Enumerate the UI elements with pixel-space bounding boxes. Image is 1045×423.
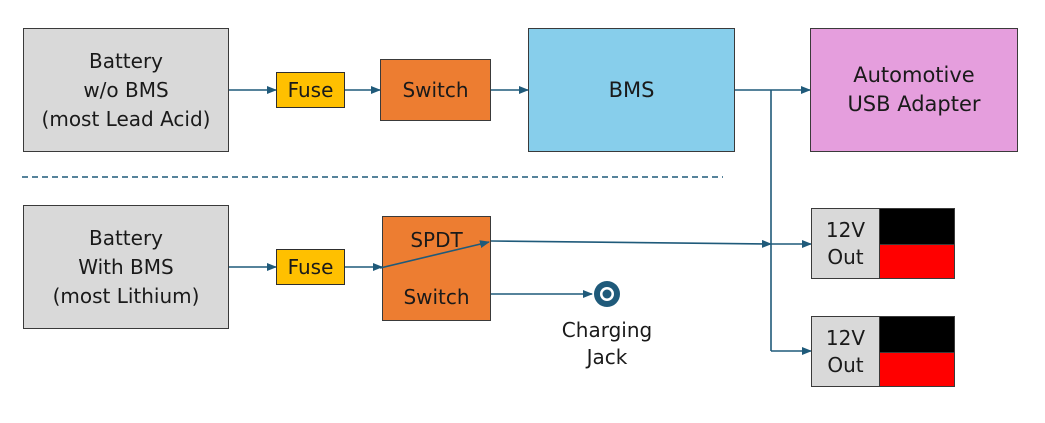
battery-without-bms-label: Battery w/o BMS (most Lead Acid) [41, 48, 211, 131]
bms-block: BMS [528, 28, 735, 152]
outlet-1-black-terminal [879, 209, 954, 244]
switch-top: Switch [380, 59, 491, 121]
outlet-2-red-terminal [879, 351, 954, 386]
spdt-bottom-label: Switch [403, 285, 470, 309]
fuse-top: Fuse [276, 72, 345, 108]
switch-top-label: Switch [402, 77, 469, 102]
usb-adapter-label: Automotive USB Adapter [847, 63, 981, 116]
outlet-12v-2: 12V Out [811, 316, 955, 387]
spdt-top-label: SPDT [410, 228, 463, 252]
wire-spdt-outlet [490, 239, 772, 248]
outlet-1-red-terminal [879, 243, 954, 278]
battery-with-bms: Battery With BMS (most Lithium) [23, 205, 229, 329]
outlet-2-label: 12V Out [825, 325, 866, 377]
fuse-top-label: Fuse [287, 77, 334, 102]
outlet-2-black-terminal [879, 317, 954, 352]
spdt-switch: SPDT Switch [382, 216, 491, 321]
usb-adapter: Automotive USB Adapter [810, 28, 1018, 152]
bms-label: BMS [608, 77, 655, 102]
charging-jack-label: Charging Jack [561, 318, 653, 369]
battery-with-bms-label: Battery With BMS (most Lithium) [52, 225, 200, 308]
fuse-bottom-label: Fuse [287, 254, 334, 279]
outlet-1-label: 12V Out [825, 217, 866, 269]
outlet-12v-1: 12V Out [811, 208, 955, 279]
battery-without-bms: Battery w/o BMS (most Lead Acid) [23, 28, 229, 152]
fuse-bottom: Fuse [276, 249, 345, 285]
